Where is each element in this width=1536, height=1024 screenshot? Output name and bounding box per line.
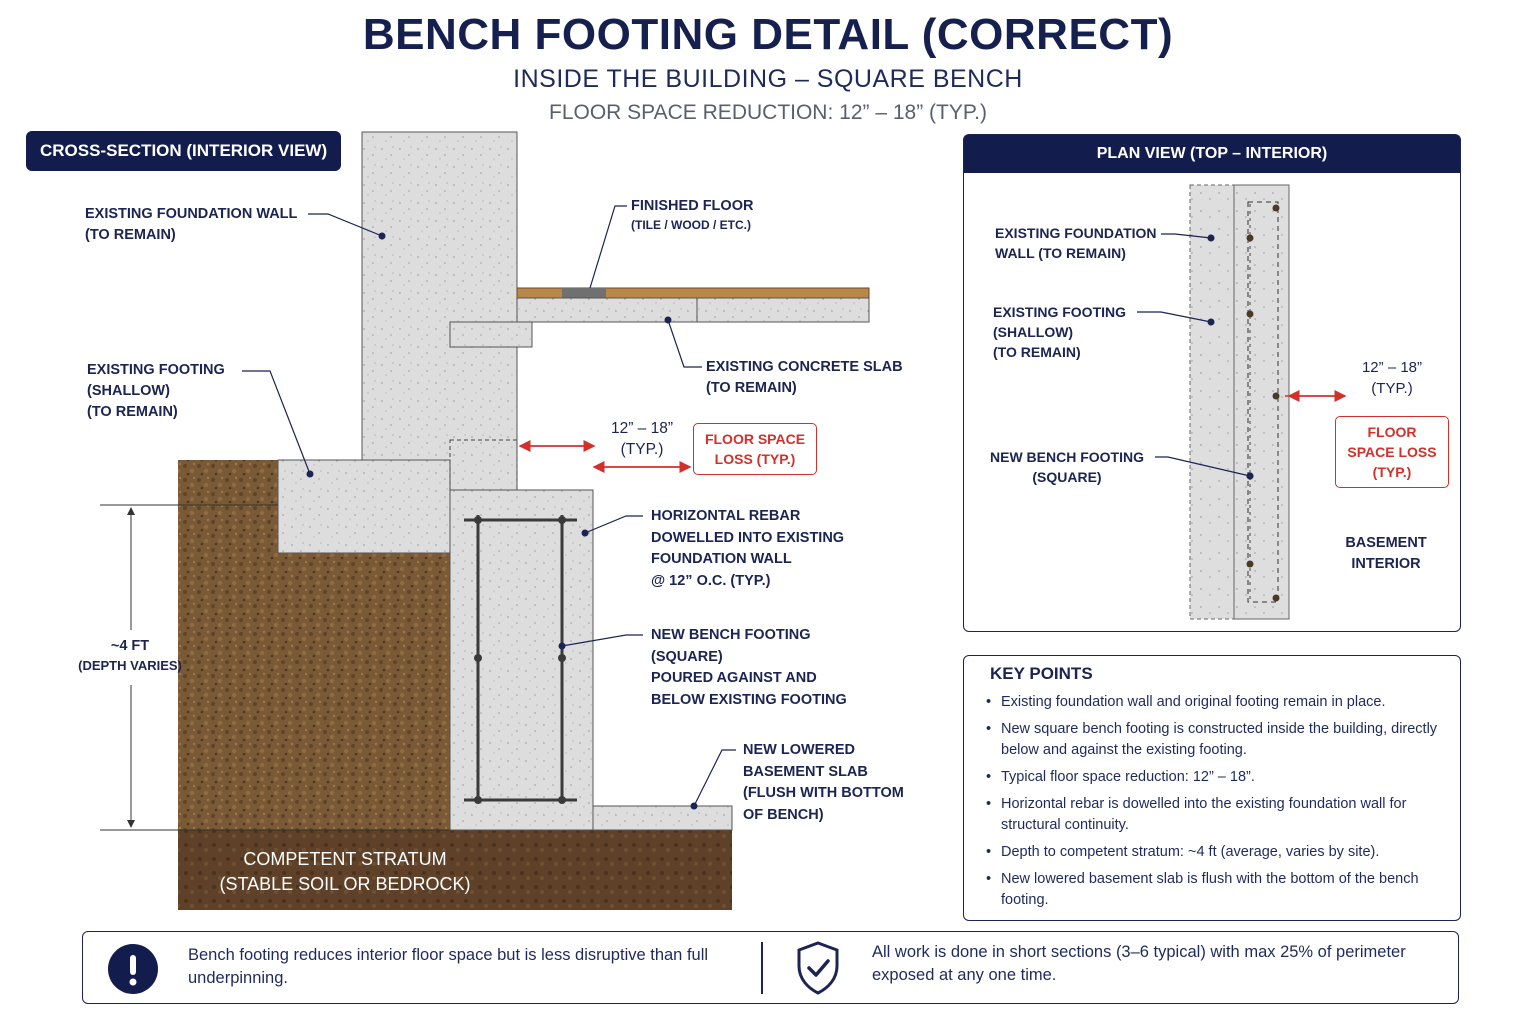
existing-footing-callout: EXISTING FOOTING (SHALLOW) (TO REMAIN) <box>87 362 225 420</box>
new-bench-footing <box>449 489 594 831</box>
key-points-panel: KEY POINTS Existing foundation wall and … <box>963 655 1461 921</box>
shield-check-icon <box>797 941 839 995</box>
plan-bench-footing <box>1233 184 1290 620</box>
page-title: BENCH FOOTING DETAIL (CORRECT) <box>362 10 1174 59</box>
bench-callout: NEW BENCH FOOTING (SQUARE) POURED AGAINS… <box>651 627 847 708</box>
key-point-item: New lowered basement slab is flush with … <box>986 869 1444 911</box>
key-point-item: Existing foundation wall and original fo… <box>986 692 1444 713</box>
slab-ledge <box>449 321 533 348</box>
footer-note-left: Bench footing reduces interior floor spa… <box>188 946 709 987</box>
plan-footing-callout: EXISTING FOOTING (SHALLOW) (TO REMAIN) <box>993 304 1127 360</box>
existing-slab-callout: EXISTING CONCRETE SLAB (TO REMAIN) <box>706 359 903 396</box>
stratum-callout: COMPETENT STRATUM (STABLE SOIL OR BEDROC… <box>219 849 471 894</box>
footer-notes: Bench footing reduces interior floor spa… <box>82 931 1459 1004</box>
plan-view-drawing <box>1137 184 1347 620</box>
finished-floor-sub: (TILE / WOOD / ETC.) <box>631 218 751 232</box>
cross-section-label: CROSS-SECTION (INTERIOR VIEW) <box>26 131 342 171</box>
plan-view-label: PLAN VIEW (TOP – INTERIOR) <box>964 135 1460 173</box>
key-points-list: Existing foundation wall and original fo… <box>986 692 1444 911</box>
floor-loss-badge: FLOOR SPACE LOSS (TYP.) <box>693 423 817 475</box>
existing-wall-callout: EXISTING FOUNDATION WALL (TO REMAIN) <box>85 206 298 243</box>
exclamation-icon <box>108 944 158 994</box>
key-point-item: Horizontal rebar is dowelled into the ex… <box>986 794 1444 836</box>
soil-mass <box>178 460 732 910</box>
lowered-slab-callout: NEW LOWERED BASEMENT SLAB (FLUSH WITH BO… <box>743 742 904 823</box>
new-lowered-slab <box>592 805 733 831</box>
cross-section-drawing <box>100 131 870 910</box>
key-point-item: Depth to competent stratum: ~4 ft (avera… <box>986 842 1444 863</box>
plan-dimension-callout: 12” – 18” (TYP.) <box>1361 359 1423 397</box>
existing-footing <box>277 459 451 554</box>
competent-stratum <box>178 830 732 910</box>
page-subtitle: INSIDE THE BUILDING – SQUARE BENCH <box>513 65 1023 93</box>
plan-existing-wall <box>1189 184 1235 620</box>
existing-concrete-slab <box>516 297 870 323</box>
footer-divider <box>761 942 763 994</box>
plan-floor-loss-badge: FLOOR SPACE LOSS (TYP.) <box>1335 416 1449 488</box>
depth-callout: ~4 FT <box>110 638 150 654</box>
key-points-title: KEY POINTS <box>990 664 1093 683</box>
footer-note-right: All work is done in short sections (3–6 … <box>872 943 1406 984</box>
key-point-item: New square bench footing is constructed … <box>986 719 1444 761</box>
plan-wall-callout: EXISTING FOUNDATION WALL (TO REMAIN) <box>995 225 1157 261</box>
plan-interior-callout: BASEMENT INTERIOR <box>1345 535 1427 572</box>
key-point-item: Typical floor space reduction: 12” – 18”… <box>986 767 1444 788</box>
dimension-callout: 12” – 18” (TYP.) <box>610 420 674 458</box>
plan-bench-callout: NEW BENCH FOOTING (SQUARE) <box>990 449 1144 485</box>
floor-reduction-note: FLOOR SPACE REDUCTION: 12” – 18” (TYP.) <box>549 101 987 124</box>
rebar-callout: HORIZONTAL REBAR DOWELLED INTO EXISTING … <box>651 508 845 589</box>
finished-floor-callout: FINISHED FLOOR <box>631 198 754 214</box>
depth-sub-callout: (DEPTH VARIES) <box>78 658 182 673</box>
